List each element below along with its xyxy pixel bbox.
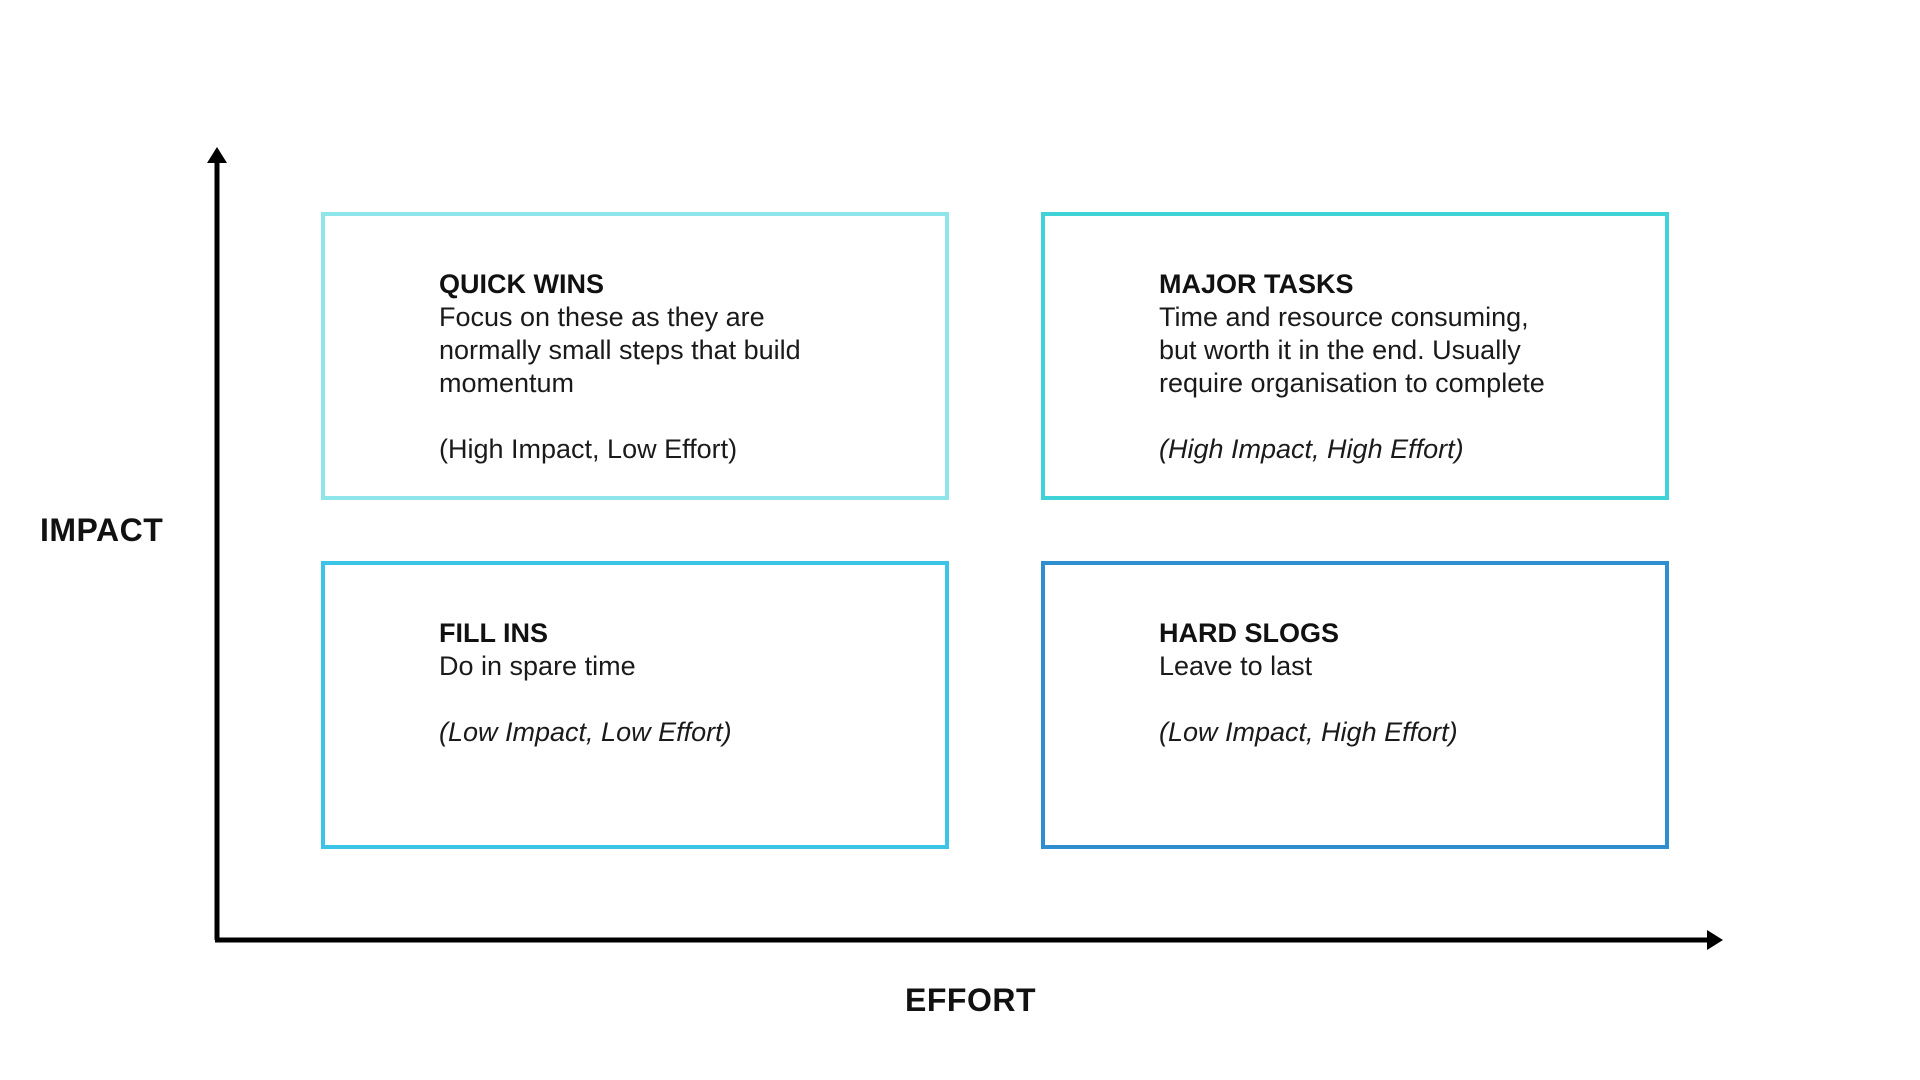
y-axis-arrowhead [207,147,227,163]
quadrant-content: QUICK WINS Focus on these as they are no… [439,268,925,466]
x-axis-label: EFFORT [905,982,1036,1018]
quadrant-description: Time and resource consuming, but worth i… [1159,302,1545,398]
quadrant-title: FILL INS [439,618,549,648]
quadrant-description: Do in spare time [439,651,636,681]
quadrant-content: HARD SLOGS Leave to last (Low Impact, Hi… [1159,617,1645,749]
quadrant-note: (High Impact, High Effort) [1159,434,1464,464]
quadrant-title: QUICK WINS [439,269,604,299]
quadrant-content: FILL INS Do in spare time (Low Impact, L… [439,617,925,749]
quadrant-title: MAJOR TASKS [1159,269,1354,299]
quadrant-quick-wins: QUICK WINS Focus on these as they are no… [321,212,949,500]
quadrant-description: Leave to last [1159,651,1313,681]
quadrant-major-tasks: MAJOR TASKS Time and resource consuming,… [1041,212,1669,500]
quadrant-description: Focus on these as they are normally smal… [439,302,801,398]
quadrant-fill-ins: FILL INS Do in spare time (Low Impact, L… [321,561,949,849]
quadrant-note: (Low Impact, Low Effort) [439,717,732,747]
quadrant-note: (High Impact, Low Effort) [439,434,738,464]
quadrant-hard-slogs: HARD SLOGS Leave to last (Low Impact, Hi… [1041,561,1669,849]
quadrant-content: MAJOR TASKS Time and resource consuming,… [1159,268,1645,466]
y-axis-label: IMPACT [40,512,164,548]
x-axis-arrowhead [1707,930,1723,950]
quadrant-note: (Low Impact, High Effort) [1159,717,1458,747]
quadrant-title: HARD SLOGS [1159,618,1340,648]
